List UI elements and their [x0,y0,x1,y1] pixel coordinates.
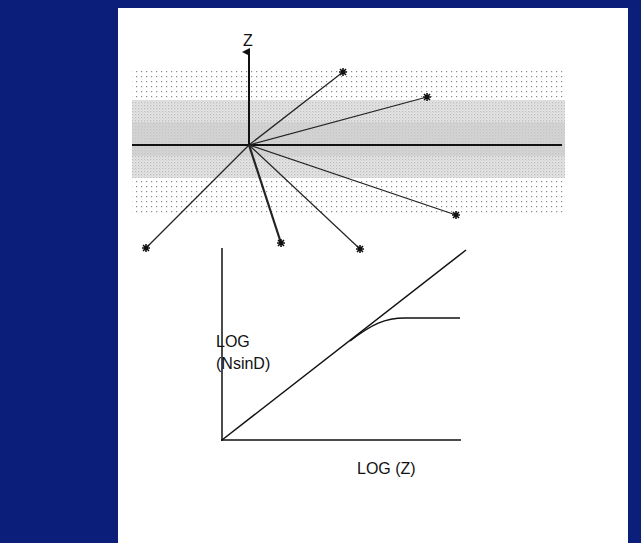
saturation-curve [350,318,460,341]
shaded-band [132,100,565,178]
dotted-layer [132,70,565,215]
z-axis [248,52,250,145]
x-axis [221,439,461,441]
star-markers [142,68,460,253]
plane-line [132,144,562,146]
axis-title: LOG (Z) [357,458,416,480]
dark-band [132,122,565,156]
rays [146,72,456,249]
axis-title: LOG (NsinD) [216,331,288,374]
axis-label: Z [243,30,253,52]
shaded-band-texture [132,100,565,178]
diagonal-line [222,250,466,440]
